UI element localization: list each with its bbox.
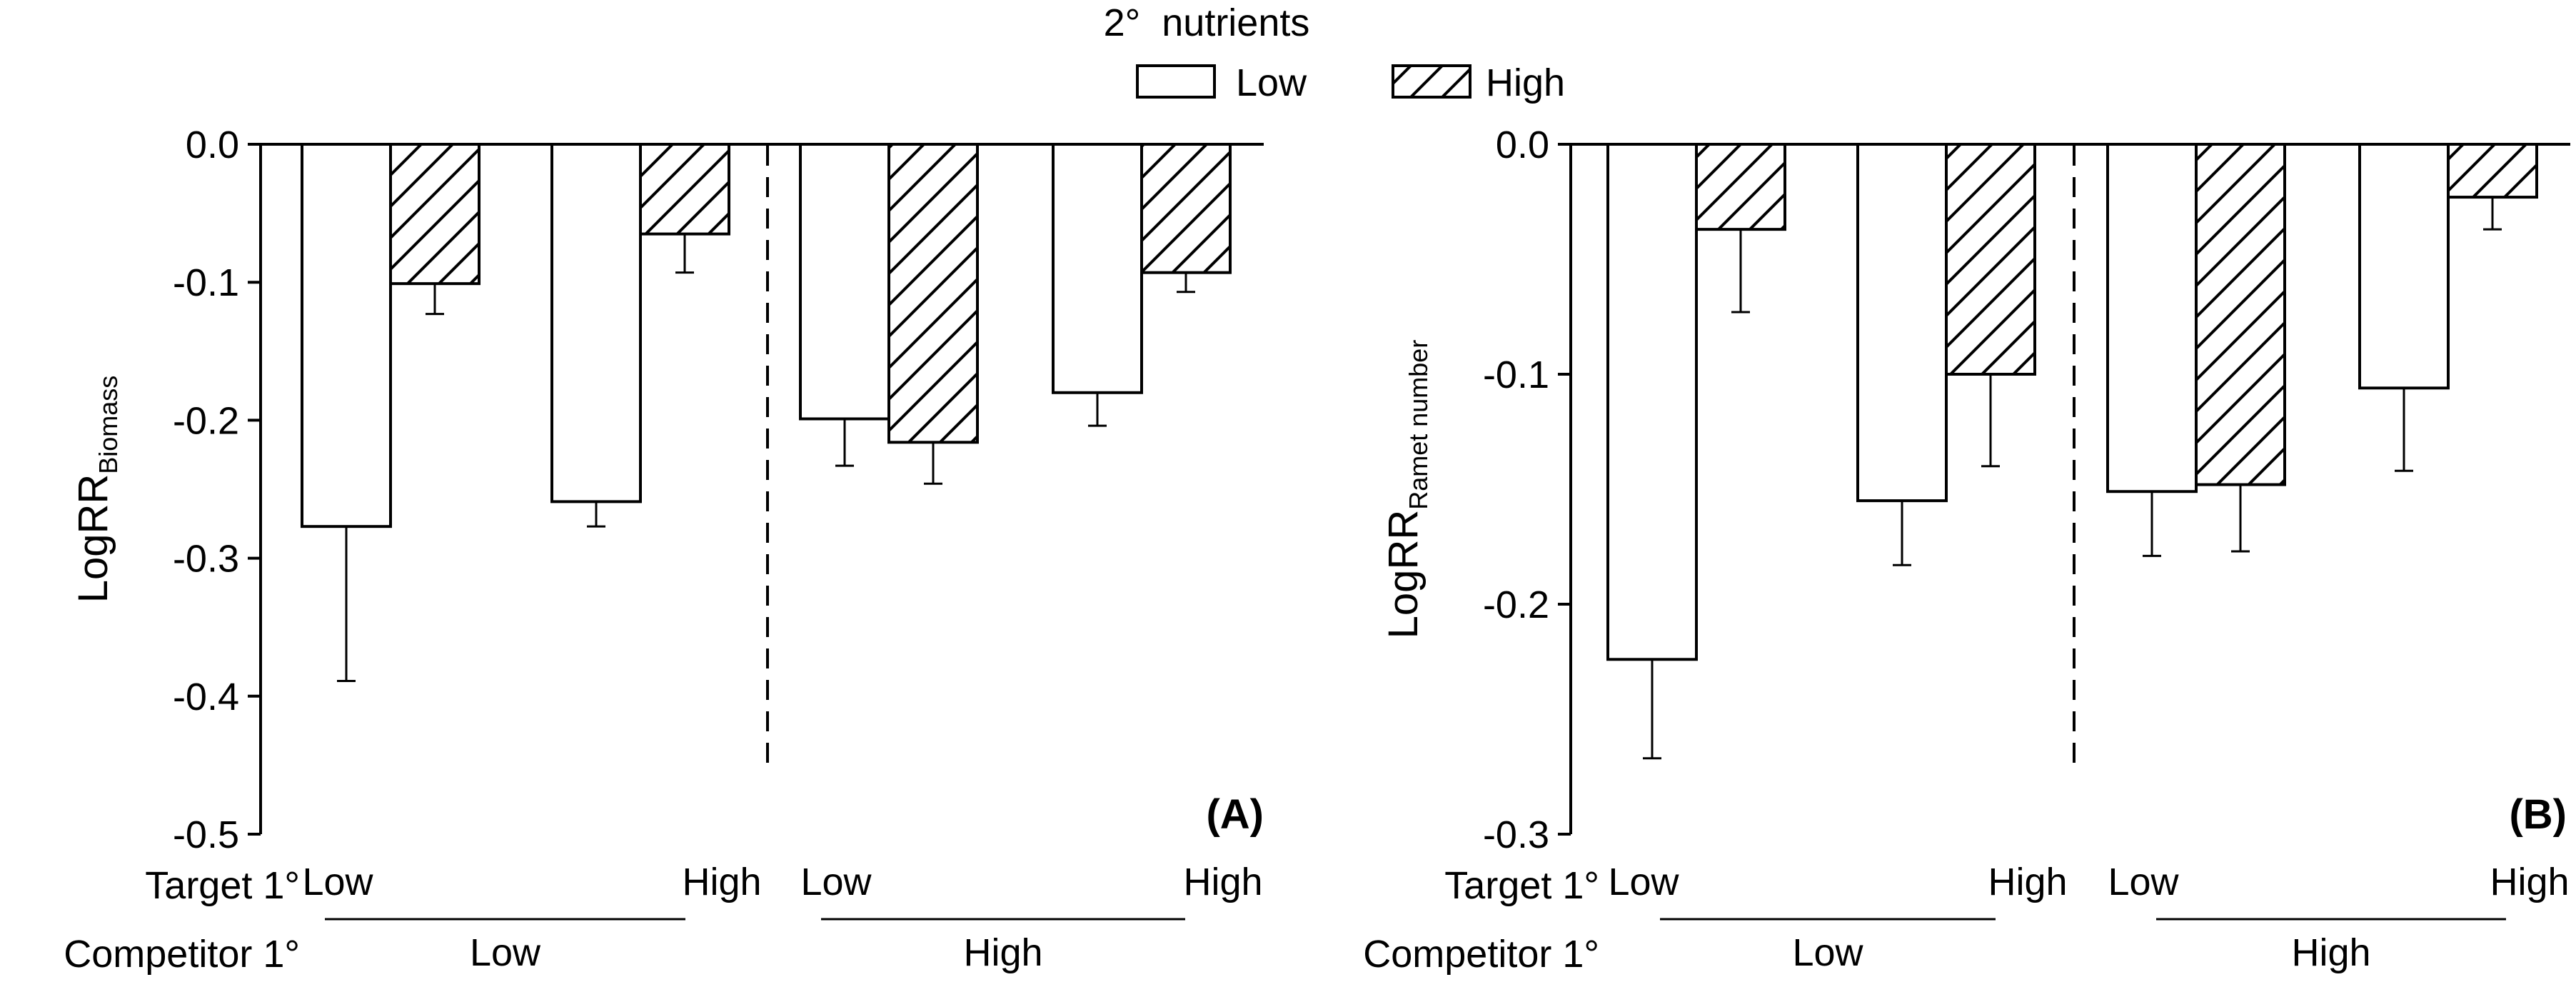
y-axis-label-a: LogRRBiomass (70, 376, 123, 603)
target-label-a: Low (800, 861, 872, 903)
legend: 2° nutrients Low High (1104, 1, 1565, 104)
bar-high-b (1695, 143, 1786, 231)
y-axis-label-main-a: LogRR (70, 474, 116, 603)
competitor-label-b: High (2291, 931, 2370, 974)
bar-low-a (550, 143, 642, 503)
target-label-a: High (1183, 861, 1262, 903)
bar-high-b (2195, 143, 2286, 486)
row-label-target-b: Target 1° (1444, 864, 1599, 907)
bar-low-a (1052, 143, 1143, 394)
bar-high-a (1140, 143, 1232, 274)
y-tick-label-b: -0.1 (1483, 354, 1549, 396)
target-label-b: Low (2108, 861, 2179, 903)
competitor-label-a: Low (470, 931, 541, 974)
y-tick-label-a: -0.3 (173, 538, 239, 581)
row-label-target-a: Target 1° (145, 864, 300, 907)
legend-label-high: High (1486, 61, 1565, 104)
legend-title: 2° nutrients (1104, 1, 1310, 44)
y-tick-label-a: -0.2 (173, 399, 239, 442)
bar-low-a (301, 143, 392, 528)
target-label-b: High (2490, 861, 2569, 903)
y-tick-label-a: 0.0 (186, 124, 239, 166)
legend-label-low: Low (1236, 61, 1307, 104)
bar-high-b (1945, 143, 2036, 376)
y-tick-label-a: -0.1 (173, 261, 239, 304)
bar-low-a (799, 143, 890, 421)
y-axis-label-sub-b: Ramet number (1404, 340, 1433, 510)
legend-swatch-high (1392, 64, 1471, 99)
competitor-label-b: Low (1792, 931, 1863, 974)
bar-low-b (2358, 143, 2450, 390)
y-tick-label-b: -0.2 (1483, 583, 1549, 626)
panel-label-a: (A) (1206, 791, 1264, 838)
y-axis-label-main-b: LogRR (1380, 510, 1427, 639)
target-label-b: High (1988, 861, 2067, 903)
panel-label-b: (B) (2509, 791, 2567, 838)
bar-high-a (887, 143, 979, 444)
bar-high-a (389, 143, 481, 286)
bar-high-a (639, 143, 730, 236)
target-label-a: High (682, 861, 761, 903)
y-tick-label-a: -0.4 (173, 676, 239, 718)
target-label-a: Low (302, 861, 373, 903)
y-tick-label-b: 0.0 (1496, 124, 1549, 166)
bar-high-b (2447, 143, 2538, 199)
row-label-competitor-b: Competitor 1° (1363, 933, 1599, 976)
bar-low-b (2106, 143, 2198, 493)
bar-low-b (1606, 143, 1698, 661)
target-label-b: Low (1608, 861, 1679, 903)
y-axis-label-sub-a: Biomass (94, 376, 123, 474)
legend-swatch-low (1136, 64, 1216, 99)
competitor-label-a: High (963, 931, 1042, 974)
y-tick-label-b: -0.3 (1483, 813, 1549, 856)
y-axis-label-b: LogRRRamet number (1380, 340, 1433, 639)
bar-low-b (1856, 143, 1948, 503)
y-tick-label-a: -0.5 (173, 813, 239, 856)
row-label-competitor-a: Competitor 1° (64, 933, 300, 976)
